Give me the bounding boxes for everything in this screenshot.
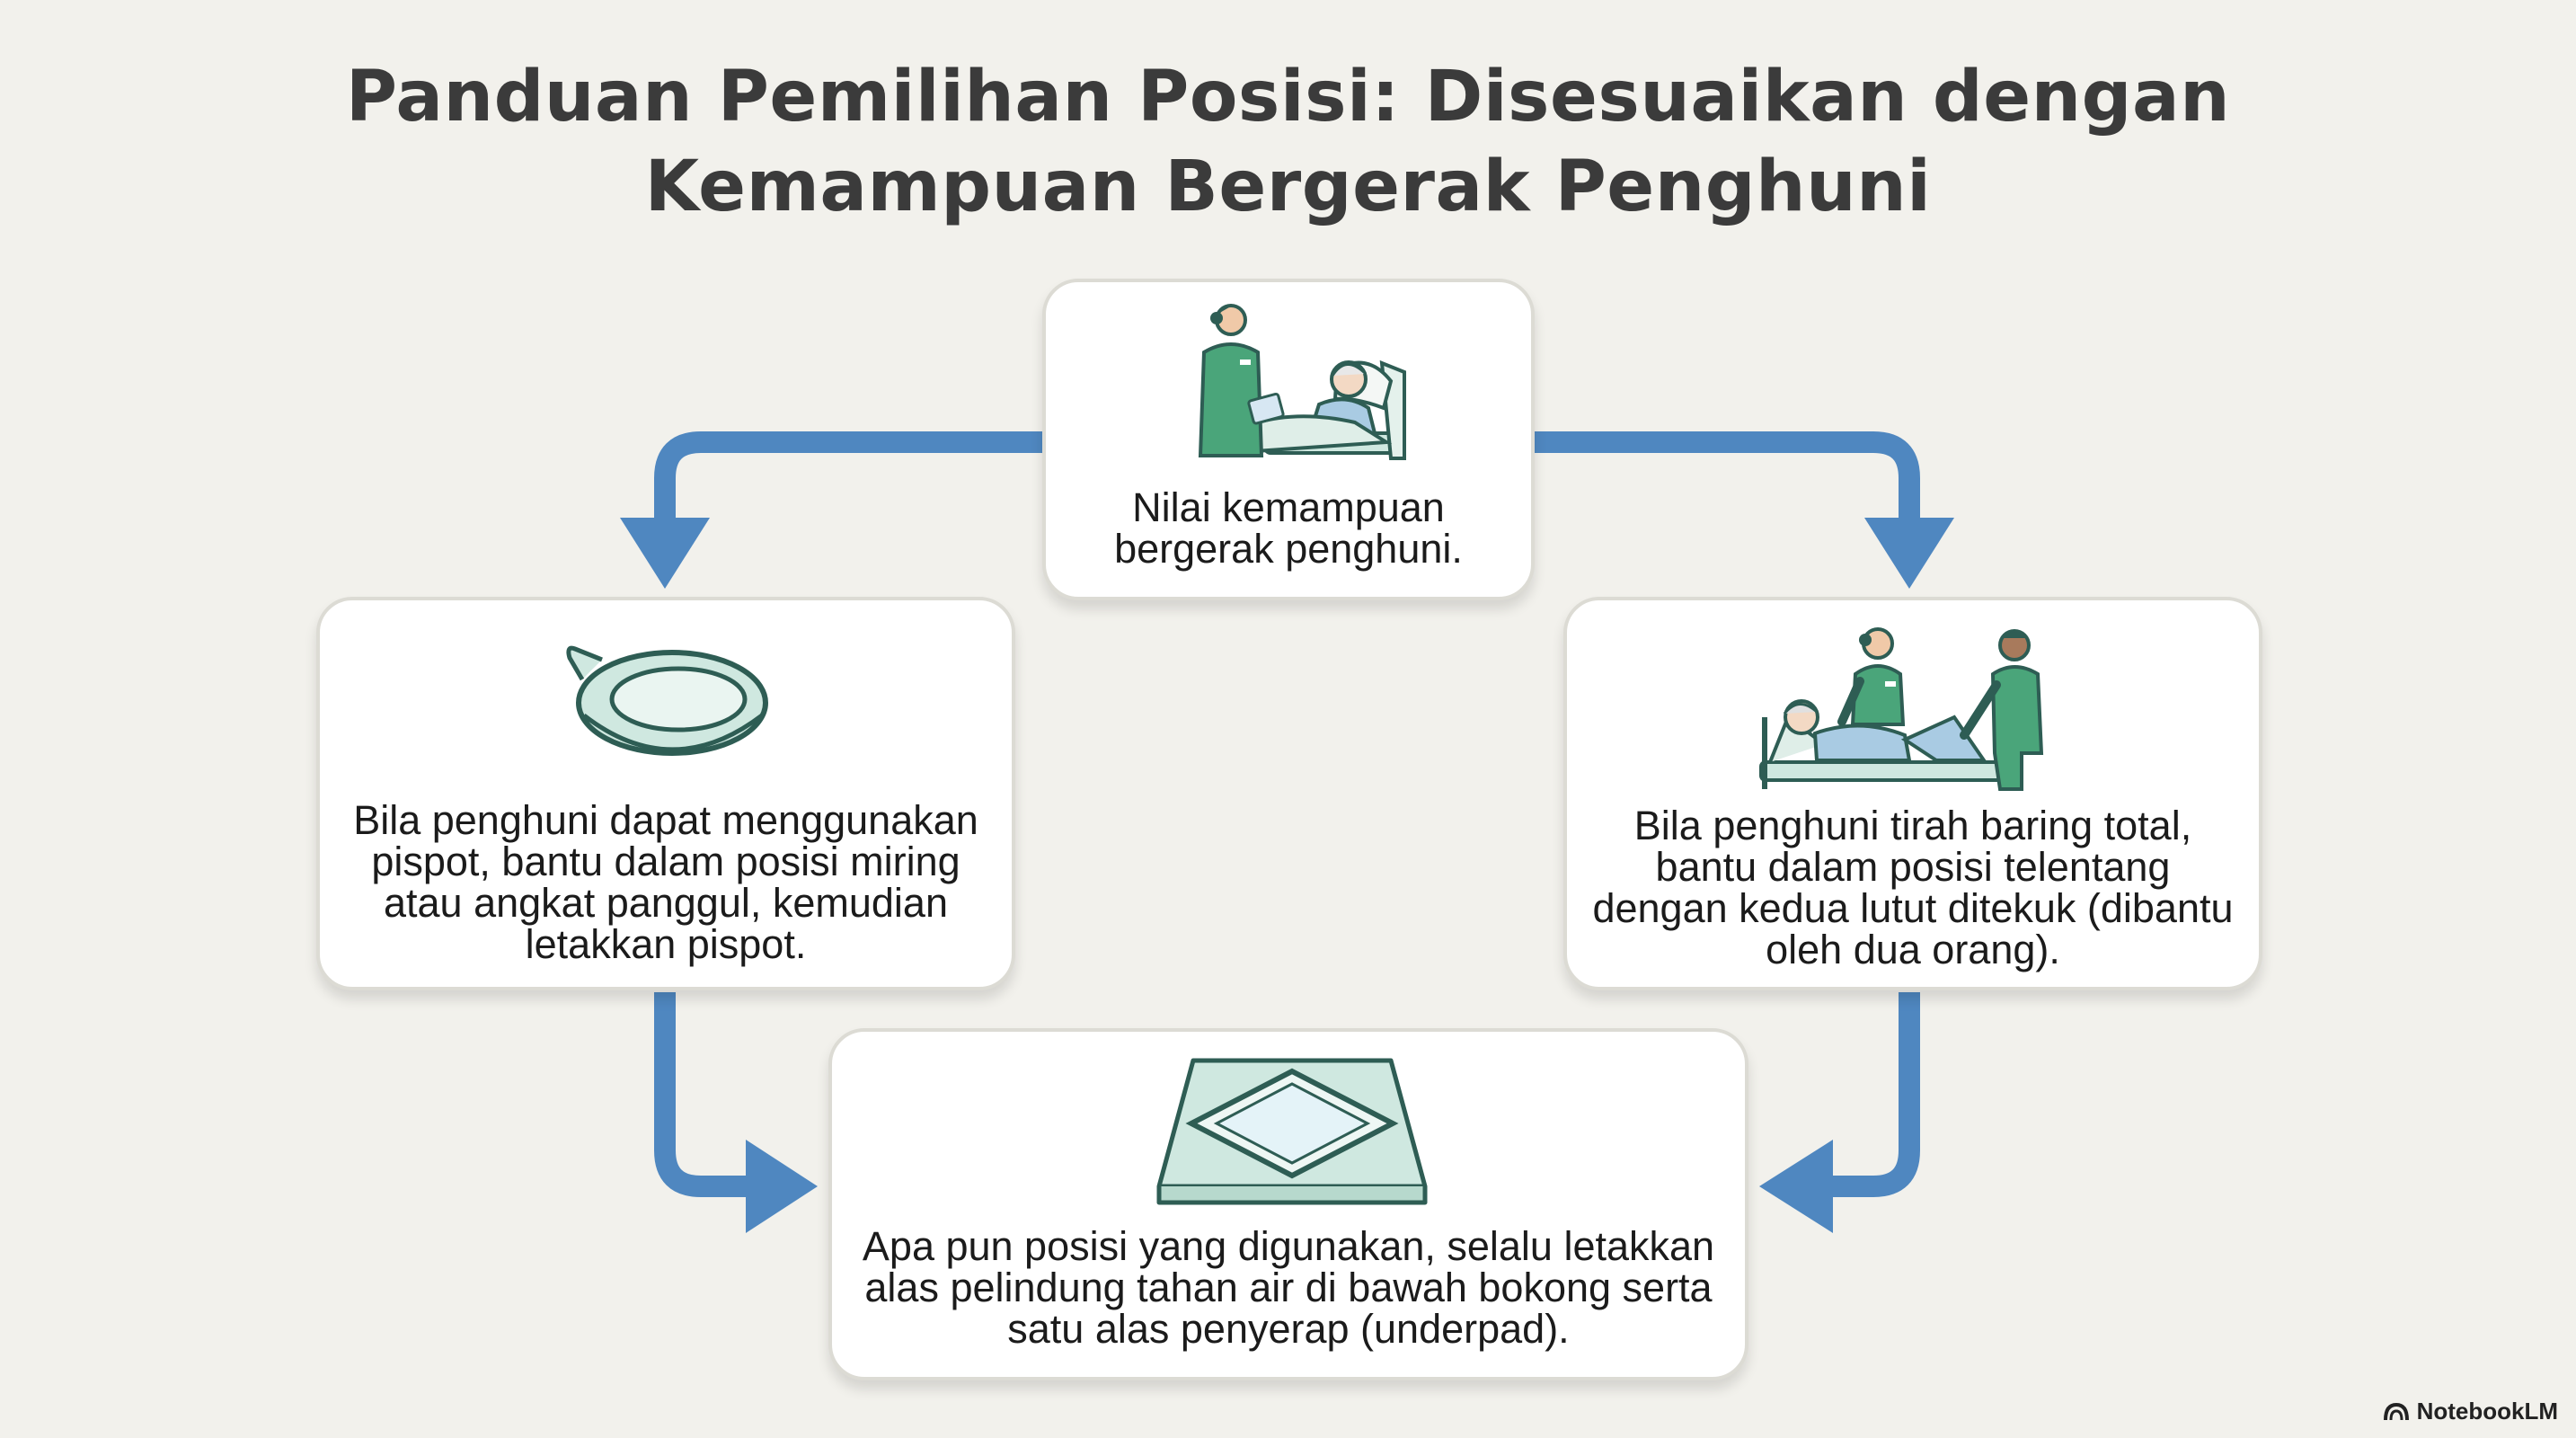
page-title: Panduan Pemilihan Posisi: Disesuaikan de… — [0, 52, 2576, 232]
arrowhead-right — [1864, 518, 1954, 589]
notebooklm-logo-icon — [2383, 1402, 2409, 1420]
connector-right-to-bottom — [1817, 992, 1920, 1197]
bedpan-text-line-4: letakkan pispot. — [525, 921, 807, 967]
bedpan-text-line-3: atau angkat panggul, kemudian — [384, 880, 948, 926]
brand-name: NotebookLM — [2416, 1398, 2558, 1425]
arrowhead-bottom-right — [1759, 1140, 1833, 1233]
underpad-text-line-3: satu alas penyerap (underpad). — [1007, 1306, 1570, 1352]
underpad-icon — [1156, 1058, 1428, 1205]
step-card-assess: Nilai kemampuan bergerak penghuni. — [1042, 279, 1535, 600]
bedpan-icon — [566, 645, 768, 756]
bedridden-text-line-3: dengan kedua lutut ditekuk (dibantu — [1592, 885, 2234, 931]
title-line-2: Kemampuan Bergerak Penghuni — [644, 146, 1932, 227]
bedpan-text-line-2: pispot, bantu dalam posisi miring — [371, 839, 960, 884]
bedridden-text-line-2: bantu dalam posisi telentang — [1655, 844, 2171, 890]
connector-top-to-right — [1535, 431, 1920, 530]
connector-top-to-left — [654, 431, 1042, 530]
step-card-underpad: Apa pun posisi yang digunakan, selalu le… — [828, 1028, 1748, 1380]
underpad-text-line-1: Apa pun posisi yang digunakan, selalu le… — [862, 1223, 1715, 1269]
arrowhead-left — [620, 518, 710, 589]
assess-text-line-2: bergerak penghuni. — [1114, 526, 1463, 572]
underpad-text-line-2: alas pelindung tahan air di bawah bokong… — [864, 1265, 1713, 1310]
nurse-assessing-patient-icon — [1198, 304, 1406, 460]
bedridden-text-line-4: oleh dua orang). — [1766, 927, 2060, 972]
connector-left-to-bottom — [654, 992, 762, 1197]
arrowhead-bottom-left — [746, 1140, 818, 1233]
two-nurses-positioning-patient-icon — [1759, 627, 2044, 791]
assess-text-line-1: Nilai kemampuan — [1132, 484, 1445, 530]
bedridden-text-line-1: Bila penghuni tirah baring total, — [1633, 803, 2192, 848]
brand-watermark: NotebookLM — [2383, 1398, 2558, 1425]
title-line-1: Panduan Pemilihan Posisi: Disesuaikan de… — [345, 57, 2231, 138]
step-card-bedpan: Bila penghuni dapat menggunakan pispot, … — [316, 597, 1015, 990]
step-card-bedridden: Bila penghuni tirah baring total, bantu … — [1563, 597, 2262, 990]
bedpan-text-line-1: Bila penghuni dapat menggunakan — [353, 797, 978, 843]
